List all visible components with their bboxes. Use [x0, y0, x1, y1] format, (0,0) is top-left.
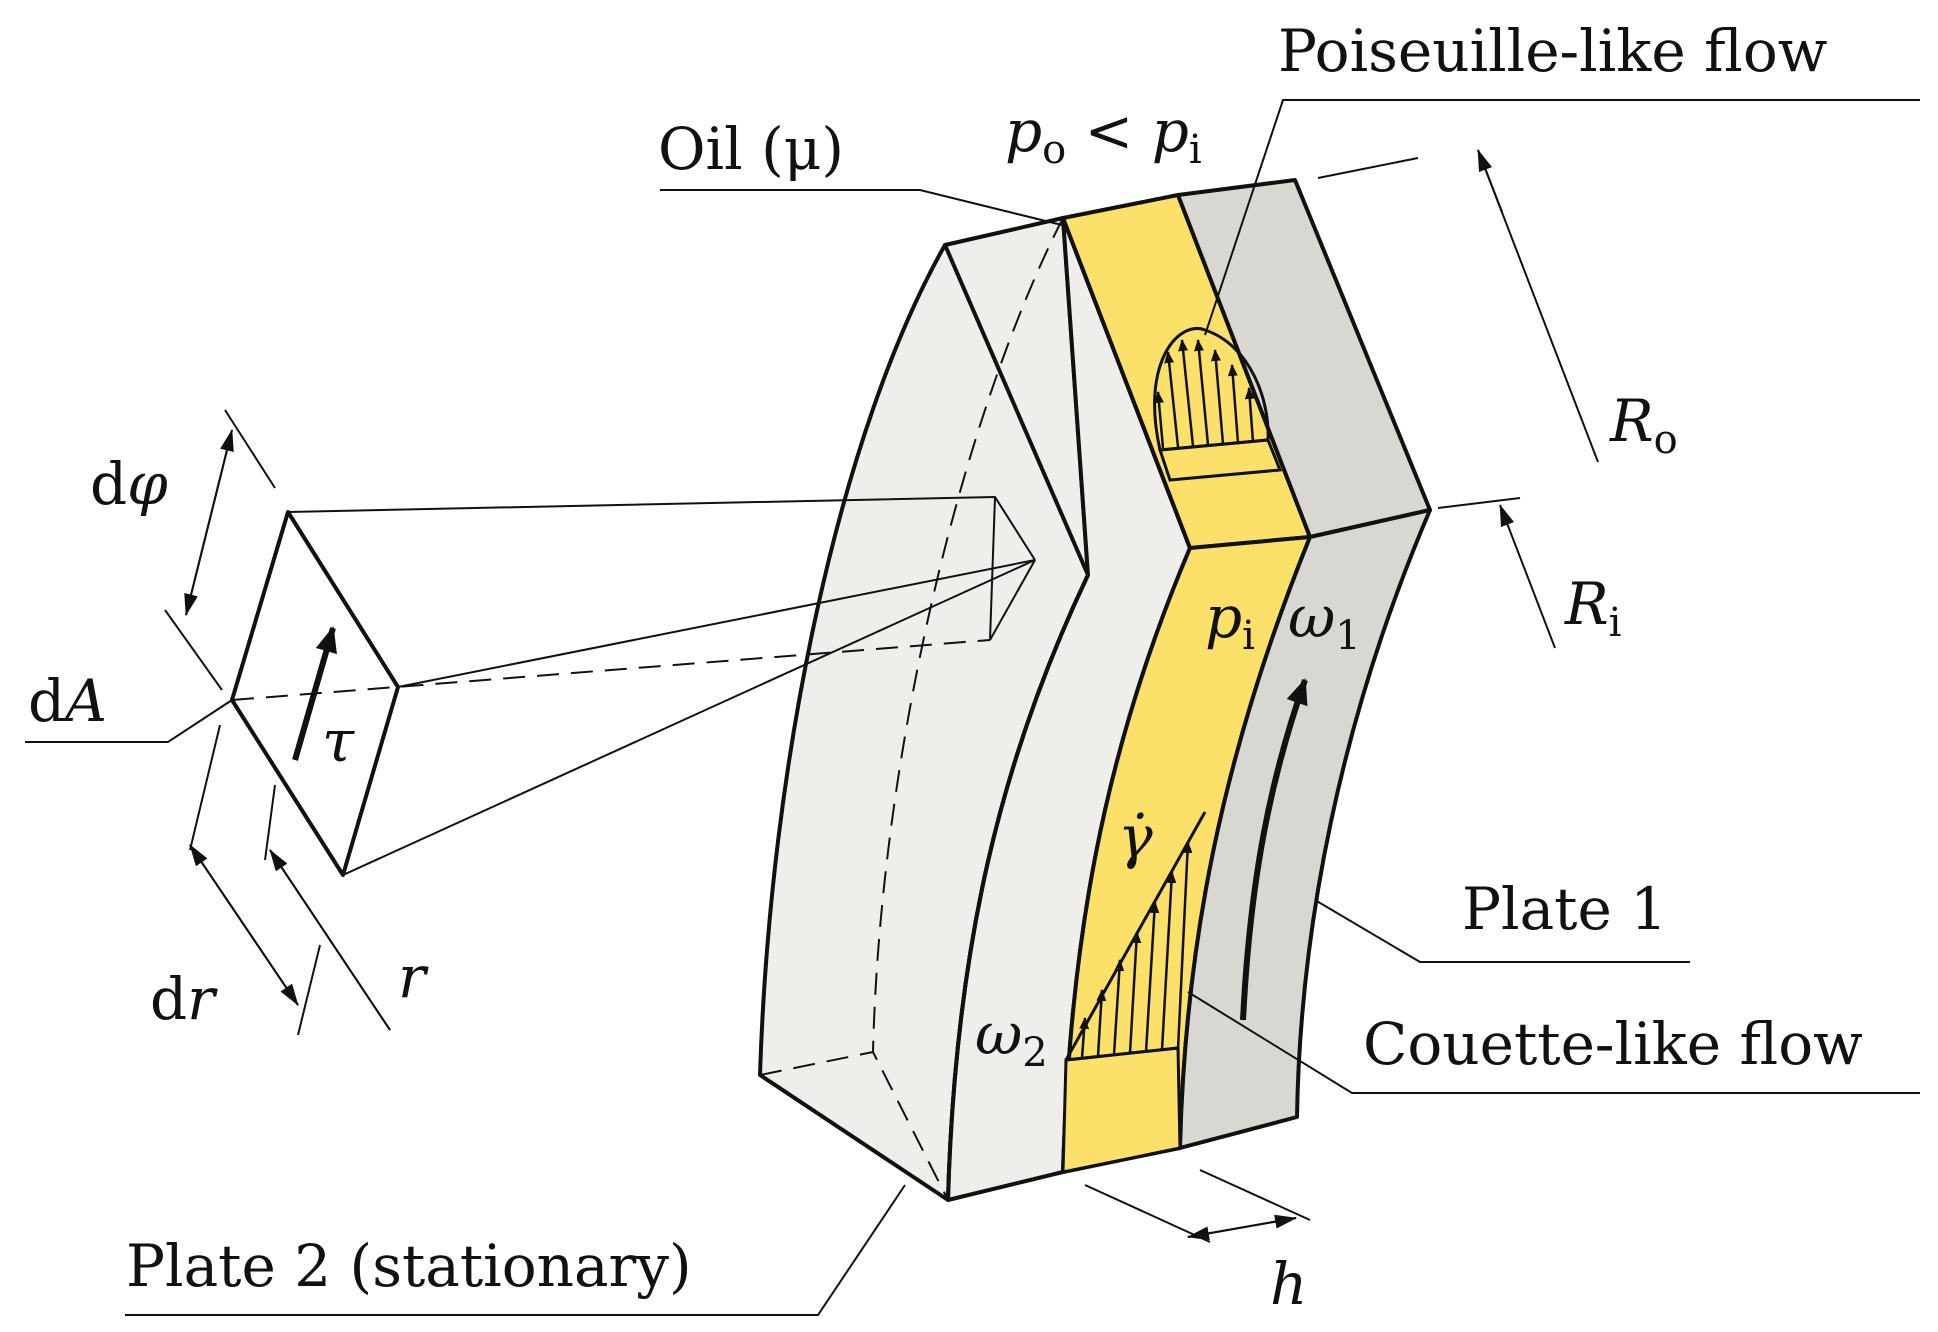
omega1-label: ω1 [1288, 588, 1361, 656]
p-i-inner-subscript: i [1242, 613, 1255, 659]
r-label: r [398, 943, 426, 1011]
omega2-label: ω2 [975, 1005, 1048, 1073]
oil-label: Oil (μ) [658, 115, 845, 183]
p-o-symbol: p [1005, 97, 1043, 165]
Ri-symbol: R [1565, 570, 1609, 638]
couette-label: Couette-like flow [1363, 1010, 1863, 1078]
p-o-subscript: o [1042, 127, 1067, 173]
dA-symbol: A [65, 667, 108, 735]
p-i-symbol: p [1151, 97, 1189, 165]
Ro-label: Ro [1610, 392, 1678, 460]
plate1-label: Plate 1 [1462, 875, 1668, 943]
leader-lines [25, 99, 1920, 1316]
oil-leader [660, 189, 1063, 226]
hidden-edges [759, 217, 1064, 1201]
couette-leader [1187, 991, 1920, 1094]
dr-dimension [189, 724, 391, 1036]
omega1-subscript: 1 [1335, 613, 1361, 659]
p-i-subscript: i [1188, 127, 1202, 173]
plate2-leader [125, 1184, 906, 1316]
Ro-subscript: o [1653, 417, 1678, 463]
Ro-dimension [1317, 149, 1599, 509]
pressure-relation-label: po < pi [1005, 102, 1202, 170]
poiseuille-label: Poiseuille-like flow [1278, 17, 1828, 85]
couette-profile [1061, 811, 1207, 1174]
Ri-label: Ri [1565, 575, 1621, 643]
Ri-dimension [1499, 504, 1556, 649]
dr-symbol: r [187, 965, 215, 1033]
omega2-subscript: 2 [1022, 1030, 1048, 1076]
Ri-subscript: i [1608, 600, 1622, 646]
dA-leader [25, 699, 233, 743]
less-than-sign: < [1066, 97, 1152, 165]
dr-d: d [150, 965, 188, 1033]
dA-d: d [28, 667, 66, 735]
plate2-front-curve [946, 574, 1090, 1201]
poiseuille-profile [1153, 327, 1283, 482]
tau-label: τ [322, 707, 355, 775]
omega1-symbol: ω [1288, 583, 1336, 651]
p-i-inner-symbol: p [1205, 583, 1243, 651]
Ro-symbol: R [1610, 387, 1654, 455]
dA-label: dA [28, 672, 107, 730]
dphi-label: dφ [90, 455, 168, 513]
dphi-symbol: φ [127, 450, 168, 518]
p-i-inner-label: pi [1205, 588, 1255, 656]
projection-lines [231, 495, 1036, 876]
h-label: h [1270, 1250, 1308, 1318]
dphi-dimension [164, 409, 276, 691]
poiseuille-leader [1204, 99, 1920, 336]
plate2-label: Plate 2 (stationary) [126, 1232, 692, 1300]
dr-label: dr [150, 970, 215, 1028]
shear-rate-label: γ̇ [1118, 803, 1153, 871]
plate1-leader [1314, 899, 1690, 963]
omega2-symbol: ω [975, 1000, 1023, 1068]
dphi-d: d [90, 450, 128, 518]
h-dimension [1084, 1169, 1311, 1243]
omega1-rotation-arrow [1240, 678, 1308, 1021]
